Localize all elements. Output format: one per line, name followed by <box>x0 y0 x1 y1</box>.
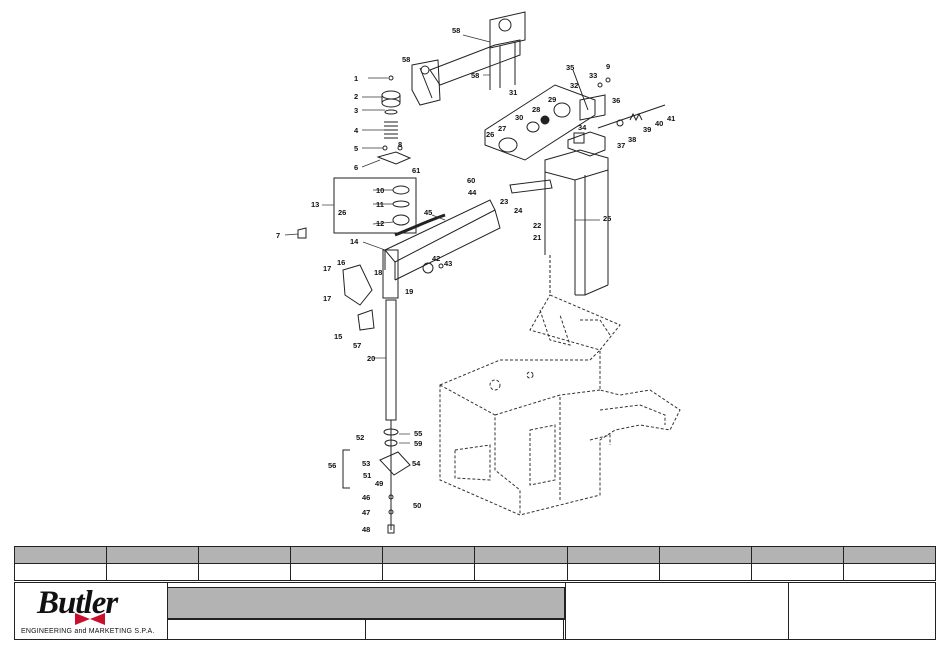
revision-table-header-row <box>15 547 936 564</box>
callout-26: 26 <box>486 130 494 139</box>
callout-17: 17 <box>323 264 331 273</box>
callout-59: 59 <box>414 439 422 448</box>
callout-8: 8 <box>398 140 402 149</box>
callout-36: 36 <box>612 96 620 105</box>
callout-13: 13 <box>311 200 319 209</box>
callout-9: 9 <box>606 62 610 71</box>
callout-17: 17 <box>323 294 331 303</box>
callout-33: 33 <box>589 71 597 80</box>
callout-42: 42 <box>432 254 440 263</box>
callout-20: 20 <box>367 354 375 363</box>
callout-27: 27 <box>498 124 506 133</box>
callout-labels: 1234567810111213141516171718192021222324… <box>276 26 675 534</box>
housing-31 <box>485 85 605 160</box>
callout-56: 56 <box>328 461 336 470</box>
callout-43: 43 <box>444 259 452 268</box>
callout-35: 35 <box>566 63 574 72</box>
bottom-assembly-56 <box>343 450 410 533</box>
callout-16: 16 <box>337 258 345 267</box>
callout-23: 23 <box>500 197 508 206</box>
logo-subtitle: ENGINEERING and MARKETING S.P.A. <box>21 628 154 635</box>
callout-41: 41 <box>667 114 675 123</box>
callout-44: 44 <box>468 188 477 197</box>
revision-table <box>14 546 936 581</box>
callout-34: 34 <box>578 123 587 132</box>
callout-6: 6 <box>354 163 358 172</box>
drawing-code-field <box>167 618 366 640</box>
callout-12: 12 <box>376 219 384 228</box>
machine-body-outline <box>440 295 680 515</box>
callout-53: 53 <box>362 459 370 468</box>
callout-31: 31 <box>509 88 517 97</box>
callout-60: 60 <box>467 176 475 185</box>
callout-19: 19 <box>405 287 413 296</box>
callout-7: 7 <box>276 231 280 240</box>
callout-14: 14 <box>350 237 359 246</box>
callout-25: 25 <box>603 214 611 223</box>
callout-58: 58 <box>471 71 479 80</box>
callout-61: 61 <box>412 166 420 175</box>
callout-52: 52 <box>356 433 364 442</box>
callout-55: 55 <box>414 429 422 438</box>
drawing-title-field <box>167 587 565 620</box>
column-25 <box>545 132 608 295</box>
callout-4: 4 <box>354 126 359 135</box>
callout-30: 30 <box>515 113 523 122</box>
callout-40: 40 <box>655 119 663 128</box>
company-logo: Butler ENGINEERING and MARKETING S.P.A. <box>15 583 168 639</box>
callout-39: 39 <box>643 125 651 134</box>
drawing-revision-field <box>365 618 564 640</box>
callout-28: 28 <box>532 105 540 114</box>
callout-18: 18 <box>374 268 382 277</box>
callout-50: 50 <box>413 501 421 510</box>
revision-table-row <box>15 564 936 581</box>
callout-38: 38 <box>628 135 636 144</box>
callout-24: 24 <box>514 206 523 215</box>
shaft-20 <box>383 250 398 530</box>
callout-10: 10 <box>376 186 384 195</box>
callout-1: 1 <box>354 74 358 83</box>
bowtie-icon <box>75 613 105 625</box>
callout-46: 46 <box>362 493 370 502</box>
callout-32: 32 <box>570 81 578 90</box>
callout-58: 58 <box>402 55 410 64</box>
callout-26: 26 <box>338 208 346 217</box>
callout-54: 54 <box>412 459 421 468</box>
callout-2: 2 <box>354 92 358 101</box>
callout-22: 22 <box>533 221 541 230</box>
callout-15: 15 <box>334 332 342 341</box>
callout-47: 47 <box>362 508 370 517</box>
callout-5: 5 <box>354 144 358 153</box>
callout-57: 57 <box>353 341 361 350</box>
title-block: Butler ENGINEERING and MARKETING S.P.A. <box>14 582 936 640</box>
callout-29: 29 <box>548 95 556 104</box>
callout-51: 51 <box>363 471 371 480</box>
callout-3: 3 <box>354 106 358 115</box>
callout-21: 21 <box>533 233 541 242</box>
callout-49: 49 <box>375 479 383 488</box>
callout-37: 37 <box>617 141 625 150</box>
bracket-16 <box>343 263 443 330</box>
callout-48: 48 <box>362 525 370 534</box>
drawing-info-field <box>565 583 789 639</box>
callout-45: 45 <box>424 208 432 217</box>
callout-58: 58 <box>452 26 460 35</box>
callout-11: 11 <box>376 200 384 209</box>
